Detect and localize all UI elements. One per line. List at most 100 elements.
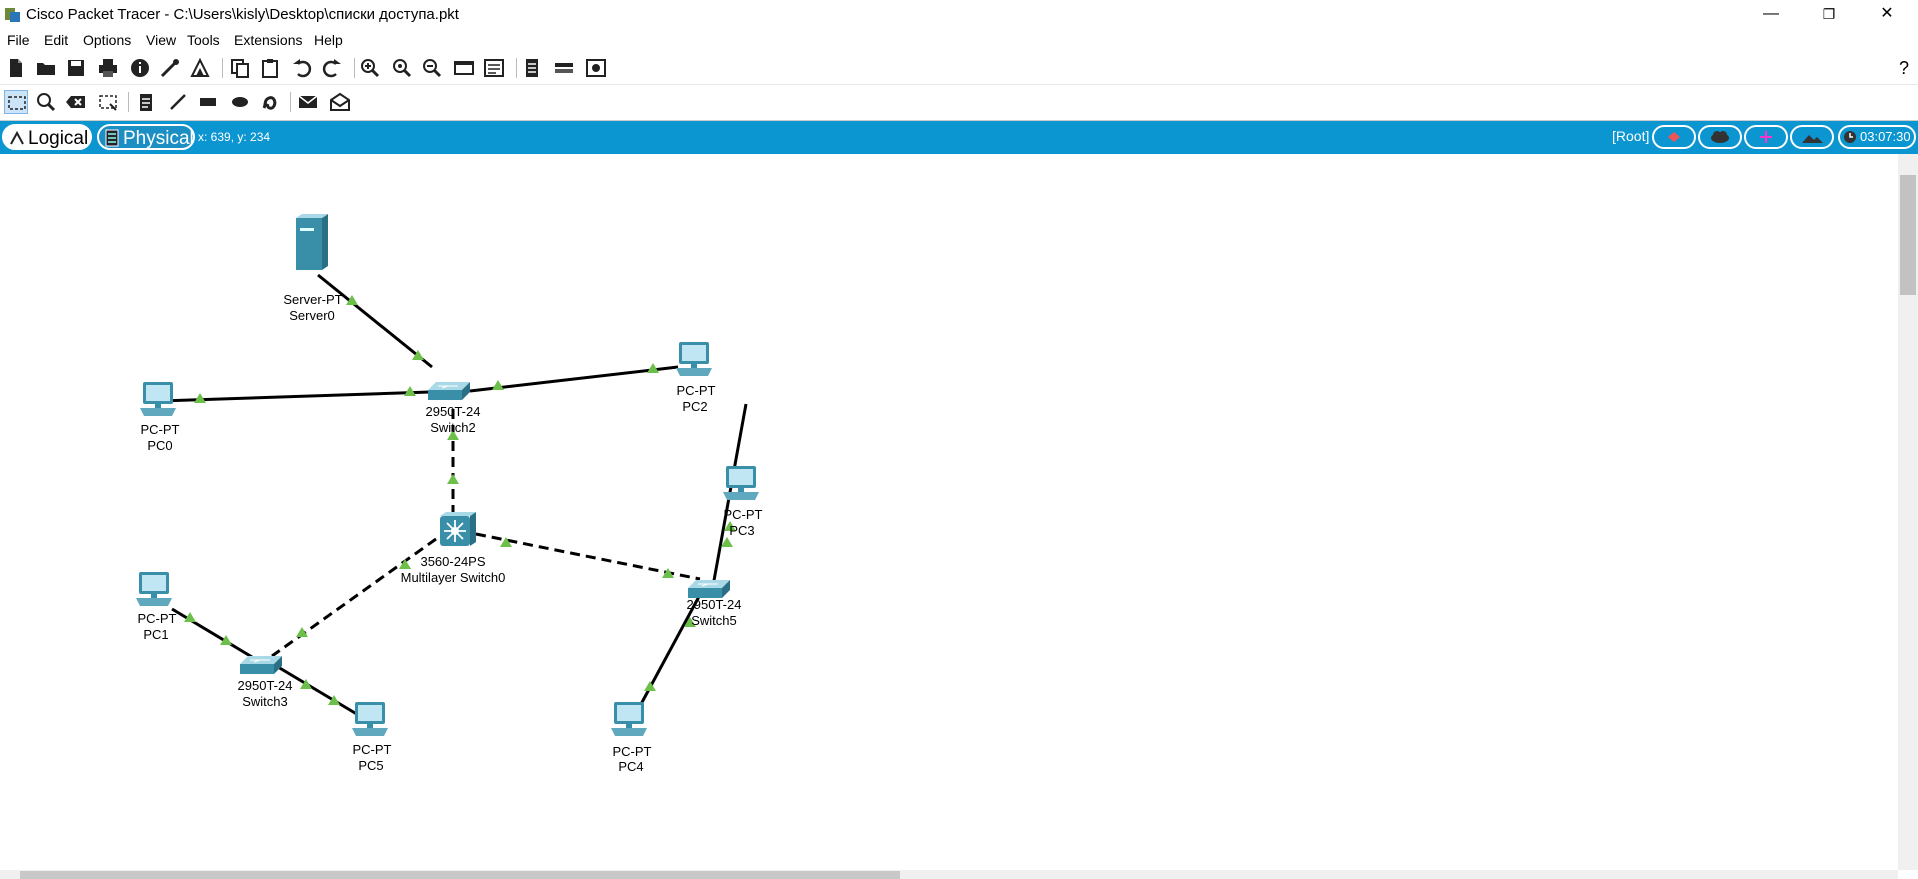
device-pc5[interactable]: PC-PT PC5	[352, 702, 392, 773]
switch-icon	[427, 381, 471, 401]
physical-view-icon	[105, 129, 119, 147]
device-name-label: Multilayer Switch0	[401, 570, 506, 585]
link-server0-switch2[interactable]	[317, 273, 433, 369]
print-icon[interactable]	[96, 56, 120, 80]
device-multilayer-switch0[interactable]: 3560-24PS Multilayer Switch0	[401, 511, 506, 585]
pc-icon	[723, 466, 759, 500]
tab-physical-label: Physical	[123, 128, 194, 149]
multilayer-switch-icon	[439, 511, 477, 547]
new-file-icon[interactable]	[4, 56, 28, 80]
zoom-out-icon[interactable]	[420, 56, 444, 80]
link-mls0-switch3[interactable]	[271, 537, 437, 658]
switch-icon	[239, 655, 283, 675]
open-folder-icon[interactable]	[34, 56, 58, 80]
link-pc2-switch2[interactable]	[469, 365, 679, 393]
device-pc2[interactable]: PC-PT PC2	[676, 342, 716, 414]
device-pc4[interactable]: PC-PT PC4	[611, 702, 652, 774]
device-model-label: 2950T-24	[238, 678, 293, 693]
device-model-label: PC-PT	[138, 611, 177, 626]
vertical-scrollbar[interactable]	[1898, 154, 1918, 870]
menu-file[interactable]: File	[7, 32, 30, 48]
zoom-reset-icon[interactable]	[390, 56, 414, 80]
cloud-button[interactable]	[1698, 125, 1742, 149]
window-title: Cisco Packet Tracer - C:\Users\kisly\Des…	[26, 6, 459, 23]
inspect-icon[interactable]	[34, 90, 58, 114]
device-switch5[interactable]: 2950T-24 Switch5	[687, 579, 742, 628]
simple-pdu-icon[interactable]	[296, 90, 320, 114]
save-icon[interactable]	[64, 56, 88, 80]
menu-tools[interactable]: Tools	[187, 32, 220, 48]
close-button[interactable]: ✕	[1880, 5, 1894, 22]
cluster-icon[interactable]	[552, 56, 576, 80]
freeform-icon[interactable]	[258, 90, 282, 114]
device-name-label: PC3	[729, 523, 754, 538]
link-mls0-switch5[interactable]	[475, 532, 701, 581]
tools-toolbar	[0, 86, 1918, 121]
device-name-label: Switch5	[691, 613, 737, 628]
tab-physical[interactable]: Physical	[97, 124, 195, 150]
menu-options[interactable]: Options	[83, 32, 132, 48]
device-pc3[interactable]: PC-PT PC3	[723, 466, 763, 538]
menu-view[interactable]: View	[146, 32, 177, 48]
info-icon[interactable]	[128, 56, 152, 80]
draw-ellipse-icon[interactable]	[228, 90, 252, 114]
copy-icon[interactable]	[228, 56, 252, 80]
device-pc1[interactable]: PC-PT PC1	[136, 572, 177, 642]
pc-icon	[611, 702, 647, 736]
move-object-button[interactable]	[1744, 125, 1788, 149]
select-icon[interactable]	[4, 90, 28, 114]
pc-icon	[140, 382, 176, 416]
undo-icon[interactable]	[290, 56, 314, 80]
device-model-label: PC-PT	[353, 742, 392, 757]
logical-workspace[interactable]: Server-PT Server0 2950T-24 Switch2 PC-PT…	[0, 154, 1898, 870]
draw-rectangle-icon[interactable]	[196, 90, 220, 114]
device-name-label: Switch2	[430, 420, 476, 435]
workspace-bar: Logical Physical x: 639, y: 234 [Root] 0…	[0, 121, 1918, 154]
pdu-list-icon[interactable]	[520, 56, 544, 80]
tab-logical[interactable]: Logical	[2, 124, 92, 150]
vertical-scrollbar-thumb[interactable]	[1900, 175, 1916, 295]
menu-bar: File Edit Options View Tools Extensions …	[0, 30, 1918, 52]
activity-wizard-icon[interactable]	[188, 56, 212, 80]
device-pc0[interactable]: PC-PT PC0	[140, 382, 180, 453]
viewport-clock[interactable]: 03:07:30	[1838, 125, 1916, 149]
custom-device-dialog-icon[interactable]	[482, 56, 506, 80]
new-cluster-button[interactable]	[1652, 125, 1696, 149]
drawing-palette-icon[interactable]	[452, 56, 476, 80]
minimize-button[interactable]: —	[1763, 5, 1779, 22]
landscape-icon	[1802, 135, 1823, 143]
device-server0[interactable]: Server-PT Server0	[283, 214, 343, 323]
zoom-in-icon[interactable]	[358, 56, 382, 80]
place-note-icon[interactable]	[134, 90, 158, 114]
device-switch2[interactable]: 2950T-24 Switch2	[426, 381, 481, 435]
set-background-button[interactable]	[1790, 125, 1834, 149]
device-switch3[interactable]: 2950T-24 Switch3	[238, 655, 293, 709]
device-model-label: 2950T-24	[687, 597, 742, 612]
link-pc0-switch2[interactable]	[159, 390, 431, 403]
device-model-label: Server-PT	[283, 292, 342, 307]
resize-shape-icon[interactable]	[96, 90, 120, 114]
paste-icon[interactable]	[258, 56, 282, 80]
help-icon[interactable]: ?	[1898, 58, 1909, 78]
draw-line-icon[interactable]	[166, 90, 190, 114]
menu-extensions[interactable]: Extensions	[234, 32, 303, 48]
pc-icon	[136, 572, 172, 606]
server-icon	[296, 214, 328, 270]
device-name-label: PC0	[147, 438, 172, 453]
link-pc1-switch3[interactable]	[171, 607, 253, 659]
menu-help[interactable]: Help	[314, 32, 343, 48]
view-image-icon[interactable]	[584, 56, 608, 80]
topology-canvas[interactable]: Server-PT Server0 2950T-24 Switch2 PC-PT…	[0, 154, 1898, 870]
horizontal-scrollbar[interactable]	[0, 870, 1898, 879]
pc-icon	[352, 702, 388, 736]
root-breadcrumb[interactable]: [Root]	[1612, 128, 1650, 144]
horizontal-scrollbar-thumb[interactable]	[20, 871, 900, 879]
maximize-button[interactable]: ❐	[1822, 6, 1836, 22]
delete-icon[interactable]	[64, 90, 88, 114]
link-pc5-switch3[interactable]	[277, 665, 361, 718]
network-wizard-icon[interactable]	[158, 56, 182, 80]
main-toolbar: ?	[0, 52, 1918, 85]
menu-edit[interactable]: Edit	[44, 32, 69, 48]
complex-pdu-icon[interactable]	[328, 90, 352, 114]
redo-icon[interactable]	[320, 56, 344, 80]
